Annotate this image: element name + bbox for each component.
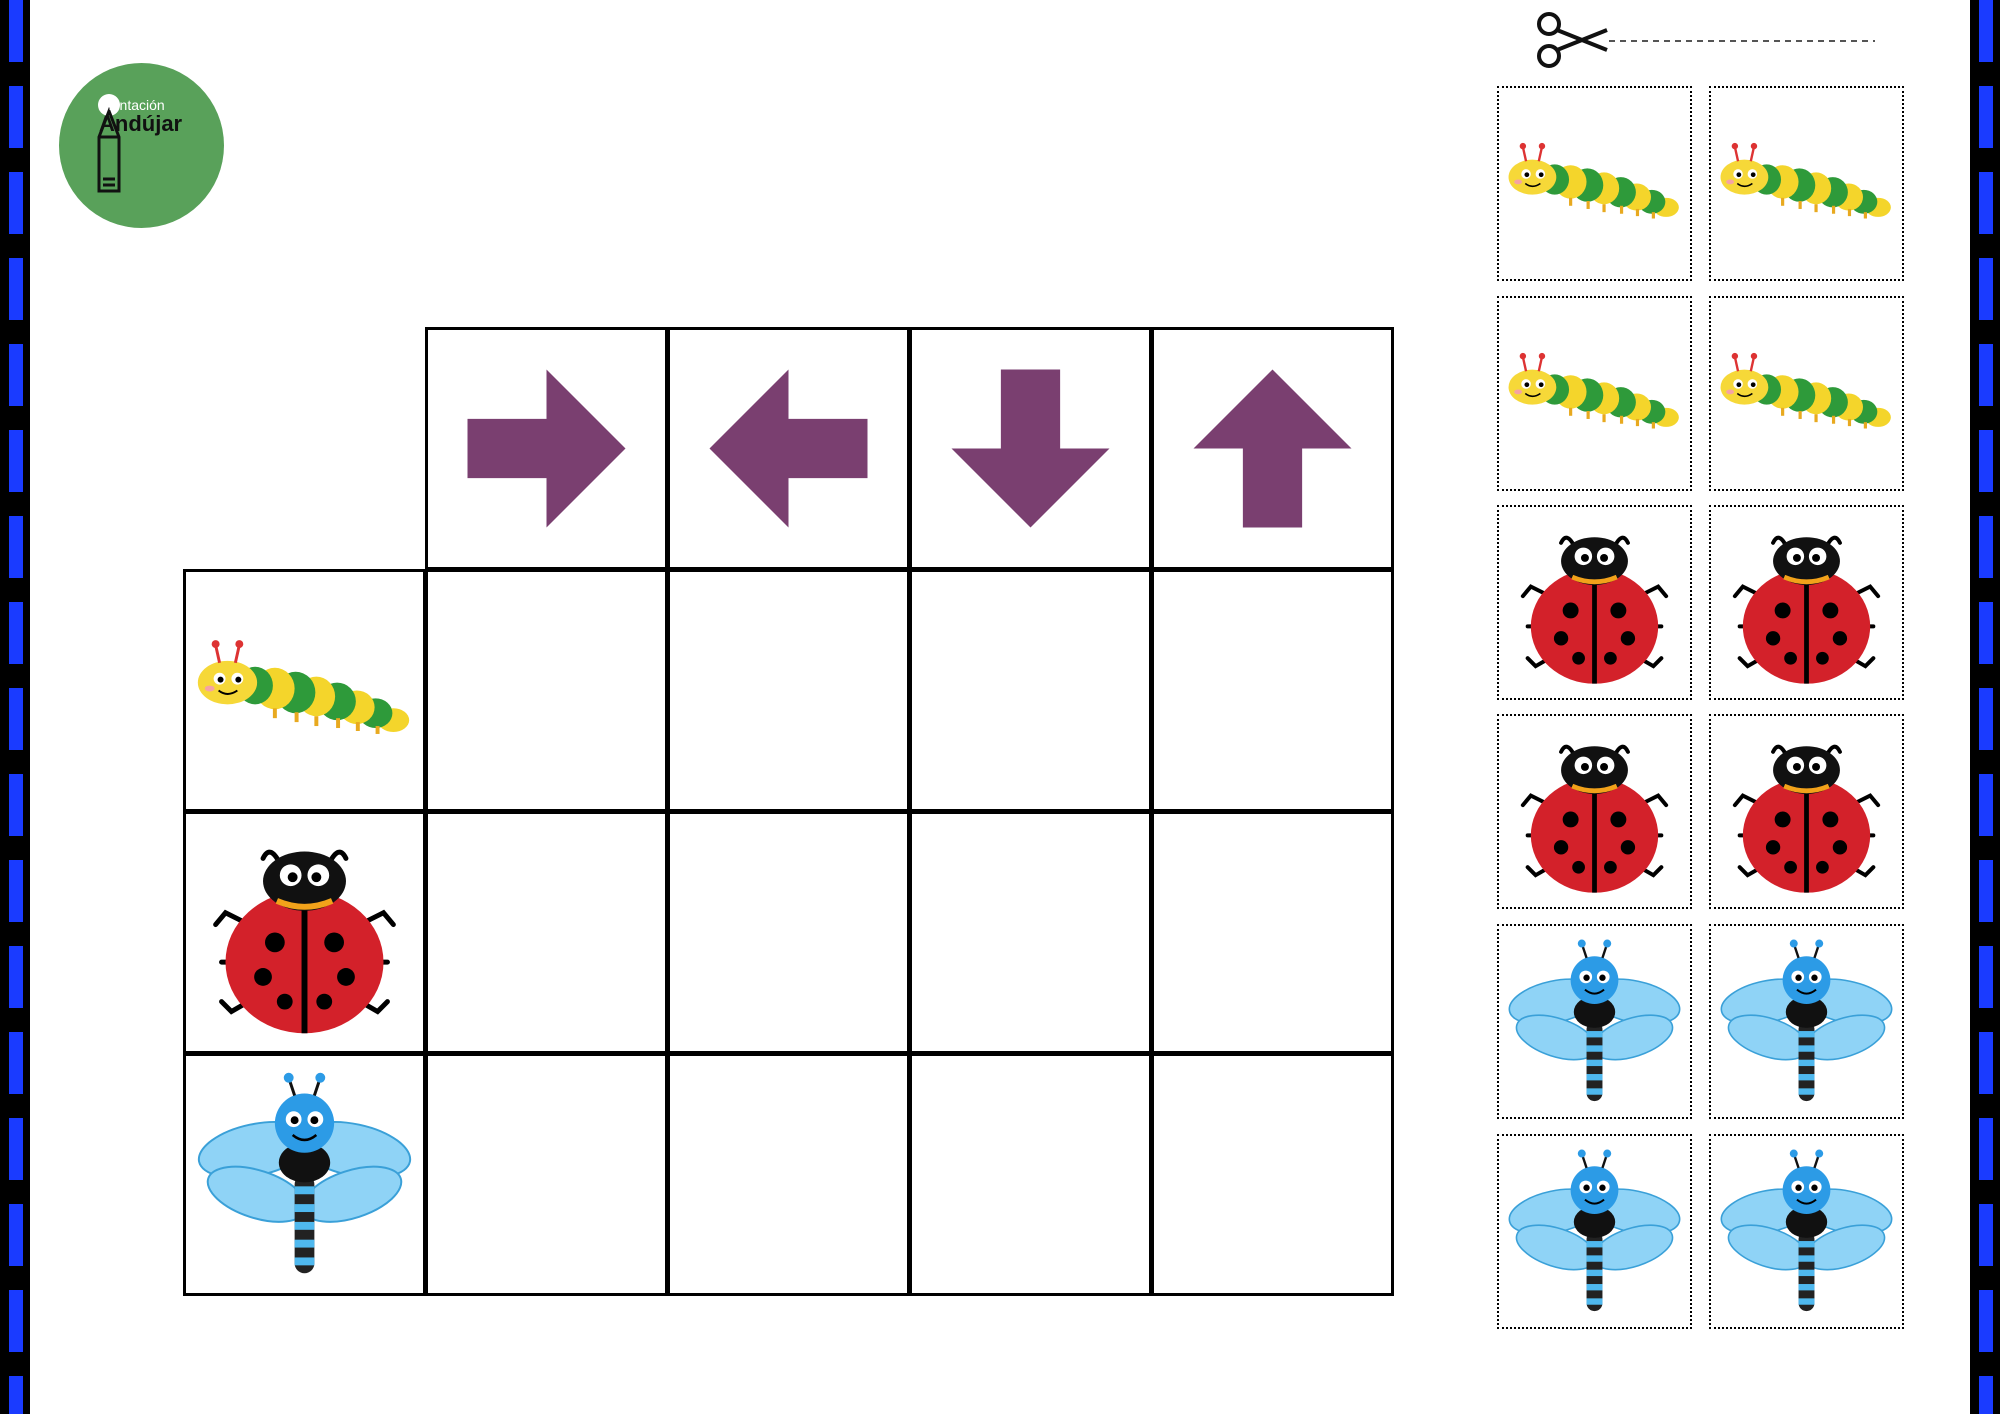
answer-cell[interactable] <box>909 569 1152 812</box>
film-strip-left <box>0 0 30 1414</box>
caterpillar-icon <box>1711 298 1902 489</box>
row-header-dragonfly <box>183 1053 426 1296</box>
ladybug-icon <box>1711 716 1902 907</box>
answer-cell[interactable] <box>909 1053 1152 1296</box>
cutout-card-dragonfly[interactable] <box>1497 1134 1692 1329</box>
caterpillar-icon <box>1711 88 1902 279</box>
cutout-card-ladybug[interactable] <box>1709 714 1904 909</box>
scissors-icon <box>1537 12 1875 68</box>
cutout-card-caterpillar[interactable] <box>1497 86 1692 281</box>
arrow-left-icon <box>670 330 907 567</box>
cutout-card-dragonfly[interactable] <box>1709 924 1904 1119</box>
answer-cell[interactable] <box>1151 1053 1394 1296</box>
arrow-up-cell <box>1151 327 1394 570</box>
answer-cell[interactable] <box>667 1053 910 1296</box>
logo: rientación Andújar <box>59 63 224 228</box>
film-strip-right <box>1970 0 2000 1414</box>
answer-cell[interactable] <box>425 811 668 1054</box>
arrow-right-cell <box>425 327 668 570</box>
cutout-card-caterpillar[interactable] <box>1709 296 1904 491</box>
ladybug-icon <box>186 814 423 1051</box>
dragonfly-icon <box>1499 926 1690 1117</box>
answer-cell[interactable] <box>1151 569 1394 812</box>
caterpillar-icon <box>1499 298 1690 489</box>
pencil-icon <box>97 94 121 193</box>
answer-cell[interactable] <box>425 569 668 812</box>
cutout-card-caterpillar[interactable] <box>1709 86 1904 281</box>
logo-line2: Andújar <box>99 111 183 136</box>
row-header-caterpillar <box>183 569 426 812</box>
logo-line1: rientación <box>104 97 165 113</box>
arrow-up-icon <box>1154 330 1391 567</box>
answer-cell[interactable] <box>667 811 910 1054</box>
answer-cell[interactable] <box>667 569 910 812</box>
cutout-card-dragonfly[interactable] <box>1497 924 1692 1119</box>
arrow-down-icon <box>912 330 1149 567</box>
dragonfly-icon <box>1711 1136 1902 1327</box>
dragonfly-icon <box>186 1056 423 1293</box>
cutout-card-ladybug[interactable] <box>1497 714 1692 909</box>
caterpillar-icon <box>1499 88 1690 279</box>
cutout-card-ladybug[interactable] <box>1709 505 1904 700</box>
ladybug-icon <box>1499 716 1690 907</box>
cutout-card-ladybug[interactable] <box>1497 505 1692 700</box>
answer-cell[interactable] <box>909 811 1152 1054</box>
answer-cell[interactable] <box>425 1053 668 1296</box>
ladybug-icon <box>1499 507 1690 698</box>
arrow-left-cell <box>667 327 910 570</box>
dragonfly-icon <box>1499 1136 1690 1327</box>
row-header-ladybug <box>183 811 426 1054</box>
answer-cell[interactable] <box>1151 811 1394 1054</box>
arrow-down-cell <box>909 327 1152 570</box>
dragonfly-icon <box>1711 926 1902 1117</box>
caterpillar-icon <box>186 572 423 809</box>
ladybug-icon <box>1711 507 1902 698</box>
arrow-right-icon <box>428 330 665 567</box>
cutout-card-caterpillar[interactable] <box>1497 296 1692 491</box>
cutout-card-dragonfly[interactable] <box>1709 1134 1904 1329</box>
